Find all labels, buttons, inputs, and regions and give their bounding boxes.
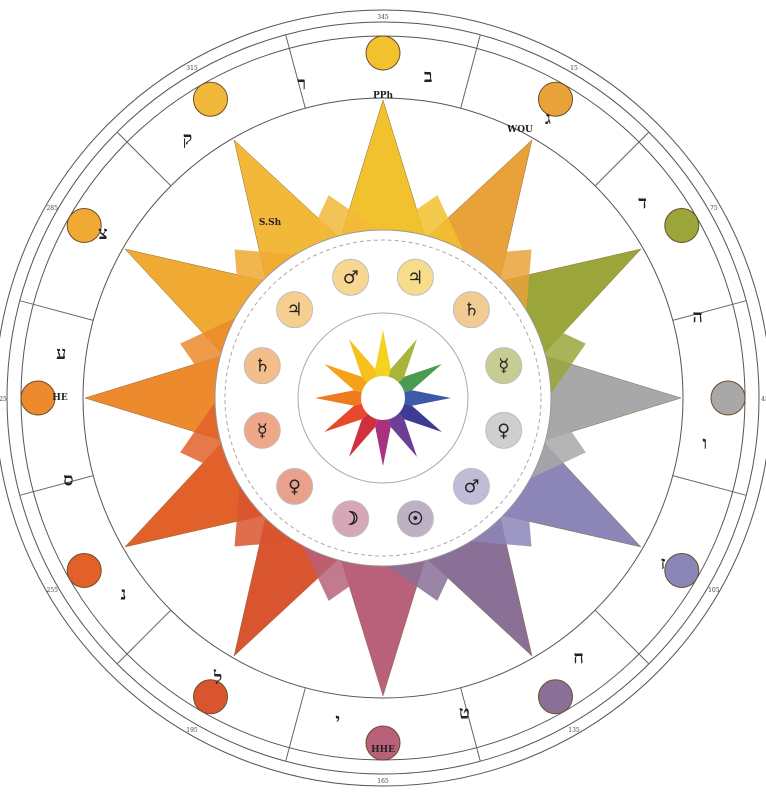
planet-glyph: ♄ [463, 300, 479, 321]
outer-spoke [595, 610, 649, 664]
hebrew-glyph: ח [573, 648, 584, 669]
hebrew-glyph: י [335, 710, 340, 731]
cardinal-label: HE [52, 393, 68, 403]
planet-glyph: ☉ [407, 509, 423, 530]
planet-glyph: ♂ [463, 476, 479, 497]
degree-label: 105 [708, 587, 720, 594]
outer-spoke [117, 132, 171, 186]
cardinal-label: PPh [373, 91, 394, 101]
outer-spoke [461, 35, 481, 108]
degree-label: 165 [377, 778, 389, 785]
wheel-center [361, 376, 405, 420]
head-medallion [711, 381, 745, 415]
cardinal-label: HHE [371, 745, 395, 755]
degree-label: 75 [710, 205, 718, 212]
head-medallion [665, 209, 699, 243]
degree-label: 225 [0, 396, 7, 403]
hebrew-glyph: ע [56, 343, 66, 364]
outer-spoke [673, 301, 746, 321]
planet-glyph: ♃ [287, 300, 303, 321]
head-medallion [665, 554, 699, 588]
planet-glyph: ♀ [288, 476, 301, 497]
head-medallion [194, 82, 228, 116]
outer-spoke [20, 476, 93, 496]
head-medallion [366, 36, 400, 70]
head-medallion [539, 82, 573, 116]
hebrew-glyph: צ [98, 223, 107, 244]
head-medallion [67, 209, 101, 243]
outer-spoke [286, 35, 306, 108]
hebrew-glyph: ו [703, 433, 708, 454]
hebrew-glyph: ה [692, 307, 702, 328]
hebrew-glyph: ז [661, 553, 666, 574]
head-medallion [539, 680, 573, 714]
planet-glyph: ♃ [407, 267, 423, 288]
degree-label: 135 [568, 727, 580, 734]
hebrew-glyph: ל [213, 668, 222, 689]
hebrew-glyph: נ [121, 584, 127, 605]
planet-glyph: ♀ [497, 420, 510, 441]
planet-glyph: ♄ [254, 356, 270, 377]
hebrew-glyph: ג [545, 108, 551, 129]
head-medallion [21, 381, 55, 415]
degree-label: 255 [46, 587, 58, 594]
hebrew-glyph: ב [424, 66, 433, 87]
planet-glyph: ♂ [343, 267, 359, 288]
head-medallion [194, 680, 228, 714]
hebrew-glyph: ד [638, 192, 647, 213]
hebrew-glyph: ק [183, 128, 193, 149]
hebrew-glyph: ר [297, 73, 306, 94]
degree-label: 345 [377, 14, 389, 21]
planet-glyph: ☽ [343, 509, 359, 530]
degree-label: 15 [570, 65, 578, 72]
outer-spoke [286, 688, 306, 761]
hebrew-glyph: ס [63, 469, 73, 490]
planet-glyph: ☿ [257, 420, 268, 441]
head-medallion [67, 554, 101, 588]
degree-label: 195 [186, 727, 198, 734]
degree-label: 315 [186, 65, 198, 72]
outer-spoke [117, 610, 171, 664]
outer-spoke [595, 132, 649, 186]
hebrew-glyph: ט [459, 703, 470, 724]
outer-spoke [461, 688, 481, 761]
outer-spoke [673, 476, 746, 496]
degree-label: 45 [761, 396, 766, 403]
cardinal-label: S.Sh [259, 218, 282, 228]
planet-glyph: ☿ [498, 356, 509, 377]
outer-spoke [20, 301, 93, 321]
cardinal-label: WOU [506, 125, 533, 135]
degree-label: 285 [46, 205, 58, 212]
